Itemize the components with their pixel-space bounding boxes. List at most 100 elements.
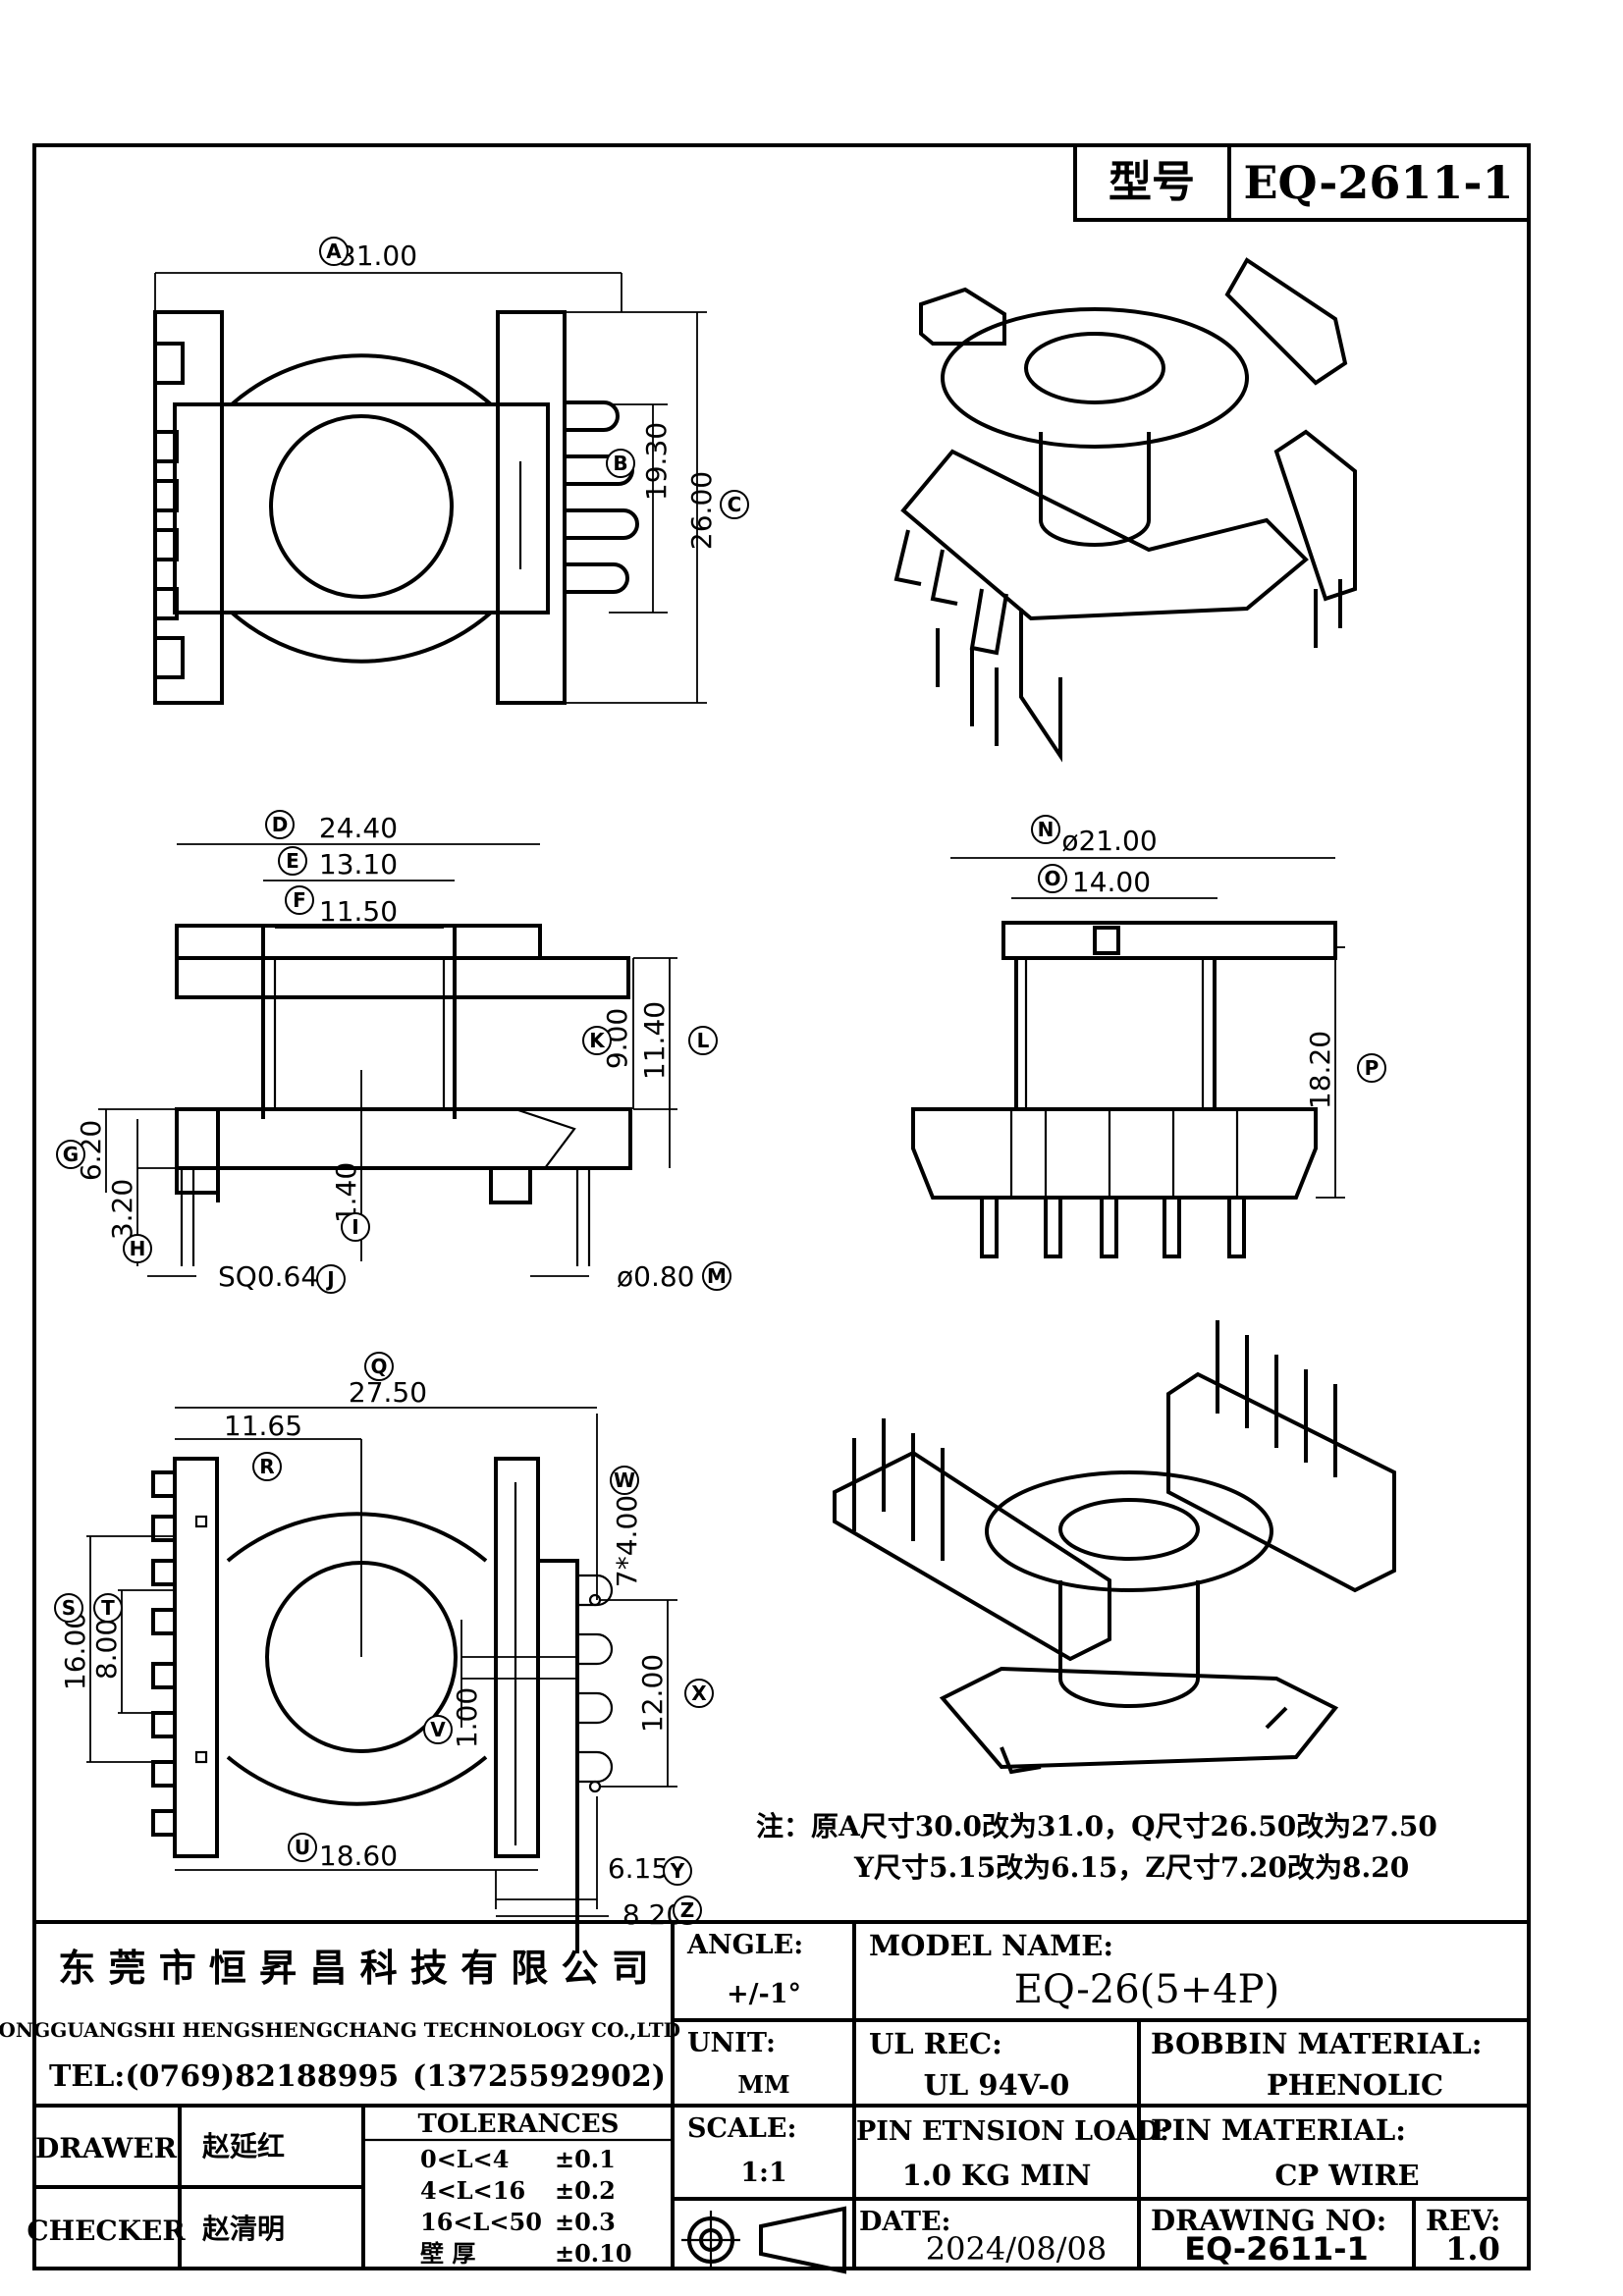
company-mobile: (13725592902) <box>412 2059 666 2094</box>
revision-notes: 注：原A尺寸30.0改为31.0，Q尺寸26.50改为27.50 Y尺寸5.15… <box>756 1810 1437 1884</box>
model-name-label: MODEL NAME: <box>869 1929 1113 1962</box>
checker-name: 赵清明 <box>201 2213 285 2245</box>
svg-text:A: A <box>326 240 342 263</box>
bobbin-material-label: BOBBIN MATERIAL: <box>1151 2027 1482 2060</box>
front-view <box>175 924 632 1266</box>
angle-value: +/-1° <box>727 1979 801 2009</box>
dim-t-value: 8.00 <box>90 1619 123 1680</box>
marker-m: M <box>702 1261 731 1291</box>
tolerance-range-4: 壁 厚 <box>420 2239 475 2268</box>
marker-v: V <box>423 1715 453 1744</box>
marker-e: E <box>278 846 307 876</box>
marker-c: C <box>720 490 749 519</box>
dim-m-value: ø0.80 <box>617 1260 694 1293</box>
header-model-label: 型号 <box>1109 157 1195 207</box>
dim-r-value: 11.65 <box>224 1410 302 1442</box>
svg-text:X: X <box>691 1682 707 1705</box>
svg-text:V: V <box>430 1718 446 1741</box>
bottom-view <box>151 1457 614 1953</box>
svg-text:P: P <box>1365 1056 1380 1080</box>
dim-j-value: SQ0.64 <box>218 1260 318 1293</box>
top-view-dimensions: 31.00 19.30 26.00 <box>154 240 718 704</box>
svg-text:T: T <box>101 1596 115 1620</box>
dim-f-value: 11.50 <box>319 895 398 928</box>
dim-u-value: 18.60 <box>319 1840 398 1872</box>
svg-text:N: N <box>1038 818 1055 841</box>
marker-t: T <box>93 1593 123 1623</box>
marker-n: N <box>1031 815 1060 844</box>
dim-a-value: 31.00 <box>339 240 417 272</box>
tolerance-range-1: 0<L<4 <box>420 2145 510 2173</box>
marker-y: Y <box>663 1856 692 1886</box>
date-label: DATE: <box>859 2207 951 2237</box>
marker-j: J <box>316 1264 346 1294</box>
dim-y-value: 6.15 <box>608 1852 669 1885</box>
drawing-no-label: DRAWING NO: <box>1151 2204 1386 2237</box>
header-model-code: EQ-2611-1 <box>1243 156 1513 209</box>
unit-value: MM <box>737 2070 789 2099</box>
dim-n-value: ø21.00 <box>1061 825 1157 857</box>
side-view <box>911 921 1337 1258</box>
dim-l-value: 11.40 <box>638 1001 671 1080</box>
rev-value: 1.0 <box>1445 2230 1500 2268</box>
svg-text:C: C <box>728 493 742 516</box>
dim-b-value: 19.30 <box>640 422 673 501</box>
unit-label: UNIT: <box>687 2028 776 2058</box>
front-view-markers: D E F K L G H I J M <box>56 810 731 1294</box>
tolerance-value-1: ±0.1 <box>555 2145 616 2173</box>
marker-k: K <box>582 1026 612 1055</box>
marker-p: P <box>1357 1053 1386 1083</box>
marker-r: R <box>252 1452 282 1481</box>
note-line-1: 注：原A尺寸30.0改为31.0，Q尺寸26.50改为27.50 <box>756 1810 1437 1842</box>
dim-q-value: 27.50 <box>349 1376 427 1409</box>
dim-o-value: 14.00 <box>1072 866 1151 898</box>
tolerances-label: TOLERANCES <box>418 2109 620 2139</box>
drawer-name: 赵延红 <box>201 2130 285 2163</box>
top-view-markers: A B C <box>319 237 749 519</box>
ul-rec-value: UL 94V-0 <box>924 2068 1070 2102</box>
ul-rec-label: UL REC: <box>869 2027 1002 2060</box>
dim-p-value: 18.20 <box>1304 1031 1336 1109</box>
svg-text:S: S <box>62 1596 76 1620</box>
date-value: 2024/08/08 <box>926 2230 1107 2268</box>
dim-e-value: 13.10 <box>319 848 398 881</box>
scale-value: 1:1 <box>740 2158 787 2188</box>
svg-text:I: I <box>352 1215 358 1239</box>
svg-text:O: O <box>1044 867 1060 890</box>
tolerance-range-2: 4<L<16 <box>420 2176 525 2205</box>
projection-symbol-icon <box>681 2206 846 2274</box>
iso-view-upper <box>893 257 1357 763</box>
svg-text:D: D <box>272 813 289 836</box>
svg-text:R: R <box>259 1455 274 1478</box>
svg-text:Z: Z <box>680 1898 695 1922</box>
side-view-markers: N O P <box>1031 815 1386 1083</box>
svg-text:E: E <box>286 849 299 873</box>
company-name-cn: 东 莞 市 恒 昇 昌 科 技 有 限 公 司 <box>58 1946 649 1990</box>
marker-u: U <box>288 1833 317 1862</box>
bobbin-material-value: PHENOLIC <box>1267 2068 1443 2102</box>
bottom-view-markers: Q R W S T X V U Y Z <box>54 1352 714 1925</box>
svg-text:Y: Y <box>670 1859 685 1883</box>
model-name-value: EQ-26(5+4P) <box>1014 1967 1279 2012</box>
company-name-en: DONGGUANGSHI HENGSHENGCHANG TECHNOLOGY C… <box>0 2018 680 2042</box>
tolerance-value-3: ±0.3 <box>555 2208 616 2236</box>
dim-h-value: 3.20 <box>106 1179 138 1240</box>
marker-d: D <box>265 810 295 839</box>
note-line-2: Y尺寸5.15改为6.15，Z尺寸7.20改为8.20 <box>853 1851 1409 1884</box>
svg-text:M: M <box>707 1264 727 1288</box>
tolerance-value-4: ±0.10 <box>555 2239 632 2268</box>
pin-load-value: 1.0 KG MIN <box>902 2159 1092 2192</box>
side-view-dimensions: ø21.00 14.00 18.20 <box>950 825 1345 1199</box>
dim-x-value: 12.00 <box>636 1654 669 1733</box>
marker-x: X <box>684 1679 714 1708</box>
dim-s-value: 16.00 <box>59 1612 91 1690</box>
drawer-label: DRAWER <box>35 2132 178 2164</box>
marker-f: F <box>285 885 314 915</box>
pin-load-label: PIN ETNSION LOAD: <box>856 2116 1169 2147</box>
tolerance-value-2: ±0.2 <box>555 2176 616 2205</box>
header-model-box: 型号 EQ-2611-1 <box>1073 143 1531 222</box>
bottom-view-dimensions: 27.50 11.65 7*4.00 16.00 8.00 12.00 1.00… <box>59 1376 683 1931</box>
marker-q: Q <box>364 1352 394 1381</box>
top-view <box>153 310 639 705</box>
rev-label: REV: <box>1426 2204 1501 2237</box>
